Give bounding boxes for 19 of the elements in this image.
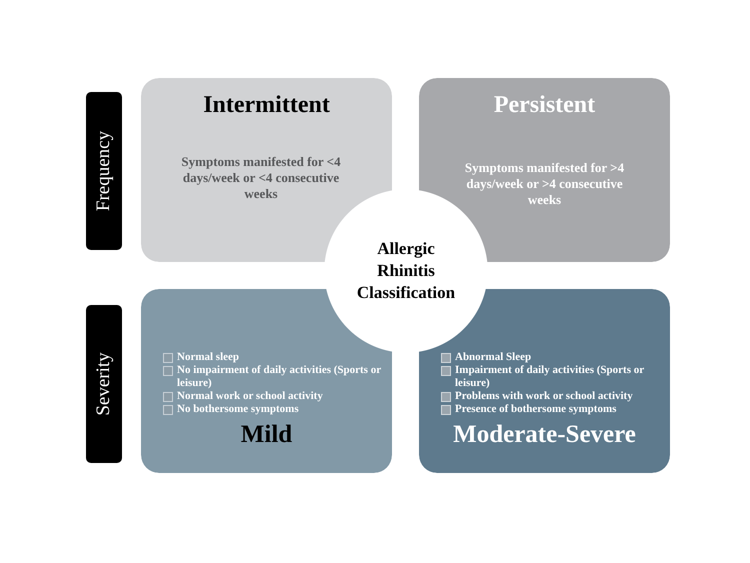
category-tab [86,305,122,463]
panel-heading: Intermittent [202,92,331,119]
tab-label: Severity [93,352,115,416]
panel-heading: Persistent [492,92,596,119]
list-item: Presence of bothersome symptoms [455,403,616,416]
tab-label: Frequency [93,130,115,212]
list-item: Abnormal Sleep [455,351,532,364]
list-item: No impairment of daily activities (Sports or leisure) [177,364,382,390]
list-item: No bothersome symptoms [177,403,299,416]
panel-description: Symptoms manifested for <4 days/week or <4 consecutive weeks [180,154,342,202]
center-title: Allergic Rhinitis Classification [356,238,456,304]
list-item: Problems with work or school activity [455,390,633,403]
list-item: Normal sleep [177,351,240,364]
category-tab [86,92,122,250]
panel-heading: Moderate-Severe [452,421,637,449]
list-item: Impairment of daily activities (Sports or leisure) [455,364,645,390]
panel-heading: Mild [240,421,294,449]
panel-description: Symptoms manifested for >4 days/week or >4 consecutive weeks [464,160,626,208]
list-item: Normal work or school activity [177,390,323,403]
